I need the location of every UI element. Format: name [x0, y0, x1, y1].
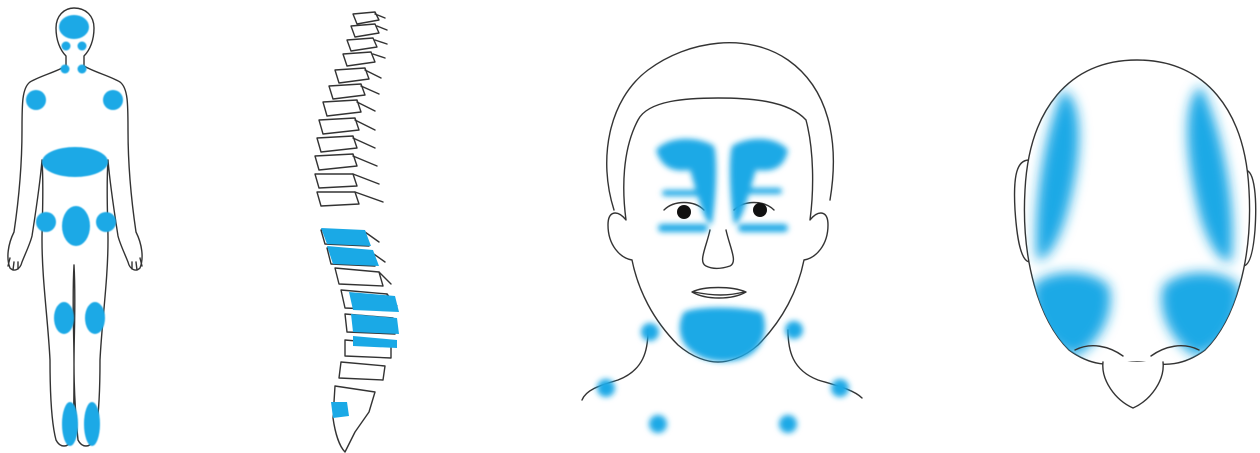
hotspot-heel-right [84, 402, 100, 446]
face-front-view-icon [578, 0, 868, 453]
hotspot-heel-left [62, 402, 78, 446]
spine-figure [295, 0, 425, 453]
scalp-figure [1005, 0, 1260, 453]
hotspot-occiput-left [62, 42, 71, 51]
hotspot-jaw-left [641, 323, 659, 341]
hotspot-elbow-right [96, 212, 116, 232]
nose-tip [1103, 362, 1163, 408]
hotspot-shoulder-right [103, 90, 123, 110]
hotspot-jaw-right [785, 321, 803, 339]
hotspot-lumbar [349, 292, 399, 348]
body-figure [0, 0, 150, 453]
hotspot-coccyx [331, 402, 349, 418]
hotspot-elbow-left [36, 212, 56, 232]
hotspot-head-top [59, 15, 89, 39]
hotspot-neck-left [61, 65, 70, 74]
hotspot-chest-left [649, 415, 667, 433]
hotspot-cheek-right [738, 224, 788, 232]
hotspot-collar-right [831, 379, 849, 397]
spine-side-view-icon [295, 0, 425, 453]
hotspot-brow-right [740, 188, 782, 194]
hotspot-neck-right [78, 65, 87, 74]
eye-right [753, 203, 767, 217]
hotspot-knee-right [85, 302, 105, 334]
hotspot-shoulder-left [26, 90, 46, 110]
hotspot-sacrum [62, 206, 90, 246]
hotspot-collar-left [597, 379, 615, 397]
hotspot-cheek-left [658, 224, 708, 232]
hotspot-knee-left [54, 302, 74, 334]
face-figure [578, 0, 868, 453]
hotspot-occiput-right [78, 42, 87, 51]
hotspot-chest-right [779, 415, 797, 433]
eye-left [677, 205, 691, 219]
hotspot-brow-left [662, 190, 704, 196]
body-back-view-icon [0, 0, 150, 453]
hotspot-lower-back [42, 147, 108, 177]
scalp-top-view-icon [1005, 0, 1260, 453]
